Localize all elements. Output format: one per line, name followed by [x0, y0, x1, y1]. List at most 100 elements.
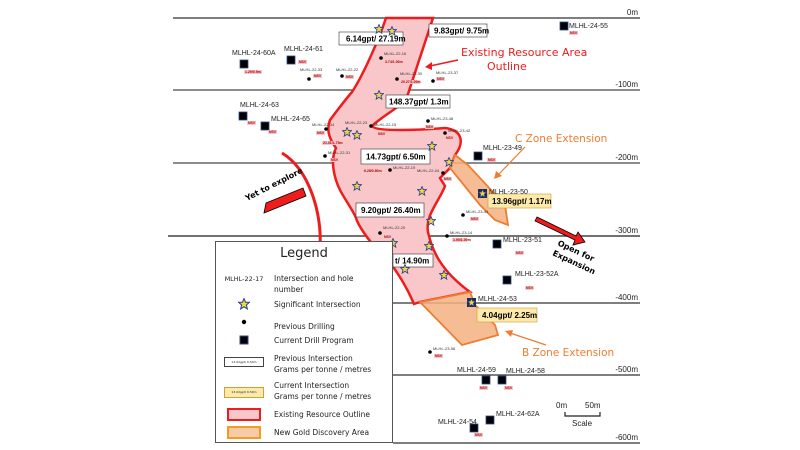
svg-text:NSV: NSV	[488, 158, 496, 162]
svg-text:NSV: NSV	[384, 235, 392, 239]
previous-intersection-swatch: 13.02gpt/ 6.50m	[224, 357, 264, 367]
svg-text:MLHL-23-42: MLHL-23-42	[448, 128, 471, 133]
svg-text:MLHL-22-30: MLHL-22-30	[400, 71, 423, 76]
svg-text:21.01/1.75m: 21.01/1.75m	[323, 141, 343, 145]
scale-right-label: 50m	[585, 401, 601, 410]
svg-text:MLHL-23-14: MLHL-23-14	[450, 230, 473, 235]
b-zone-discovery-area	[418, 290, 500, 347]
svg-text:NSV: NSV	[471, 217, 479, 221]
intersection-box-previous: 148.37gpt/ 1.3m	[385, 94, 451, 109]
svg-text:NSV: NSV	[480, 386, 488, 390]
depth-label: -500m	[615, 365, 638, 374]
svg-text:MLHL-22-22: MLHL-22-22	[336, 67, 359, 72]
svg-text:1.90/1.00m: 1.90/1.00m	[453, 238, 471, 242]
svg-text:6.14gpt/ 27.19m: 6.14gpt/ 27.19m	[346, 35, 406, 44]
svg-text:NSV: NSV	[248, 121, 256, 125]
depth-label: -300m	[615, 226, 638, 235]
depth-label: -100m	[615, 80, 638, 89]
significant-intersections	[342, 24, 487, 307]
intersection-box-current: 13.96gpt/ 1.17m	[487, 193, 552, 209]
svg-text:NSV: NSV	[505, 386, 513, 390]
svg-text:MLHL-23-50: MLHL-23-50	[489, 189, 528, 196]
current-hole: MLHL-24-62A	[485, 411, 540, 425]
svg-text:MLHL-23-56: MLHL-23-56	[433, 346, 456, 351]
legend-title: Legend	[280, 246, 328, 261]
legend: Legend MLHL-22-17 Intersection and hole …	[215, 241, 393, 443]
svg-text:4.04gpt/ 2.25m: 4.04gpt/ 2.25m	[482, 311, 537, 320]
svg-text:MLHL-24-53: MLHL-24-53	[478, 296, 517, 303]
svg-text:MLHL-24-63: MLHL-24-63	[240, 102, 279, 109]
svg-text:MLHL-22-31: MLHL-22-31	[328, 150, 351, 155]
svg-text:MLHL-23-51: MLHL-23-51	[503, 237, 542, 244]
depth-labels: 0m -100m -200m -300m -400m -500m -600m	[615, 8, 638, 442]
previous-hole: MLHL-22-23 21.01/1.75m	[322, 120, 368, 145]
depth-label: 0m	[627, 8, 638, 17]
dot-icon	[224, 318, 264, 328]
svg-text:MLHL-22-23: MLHL-22-23	[345, 120, 368, 125]
svg-text:NSV: NSV	[570, 31, 578, 35]
legend-hole-sample: MLHL-22-17	[224, 275, 264, 283]
depth-label: -400m	[615, 293, 638, 302]
svg-text:MLHL-24-62A: MLHL-24-62A	[496, 411, 540, 418]
c-zone-callout: C Zone Extension	[515, 133, 607, 145]
svg-text:20.27/1.00m: 20.27/1.00m	[401, 80, 421, 84]
svg-text:NSV: NSV	[444, 177, 452, 181]
b-zone-pointer-head	[505, 330, 513, 337]
intersection-box-previous: 6.14gpt/ 27.19m	[338, 31, 406, 46]
svg-text:MLHL-23-44: MLHL-23-44	[466, 209, 489, 214]
previous-hole: MLHL-22-196.28/0.80m	[363, 165, 416, 173]
svg-text:NSV: NSV	[475, 433, 483, 437]
svg-text:14.73gpt/ 6.50m: 14.73gpt/ 6.50m	[366, 153, 426, 162]
b-zone-pointer	[509, 332, 547, 346]
svg-text:MLHL-22-19: MLHL-22-19	[393, 165, 416, 170]
svg-text:NSV: NSV	[446, 136, 454, 140]
svg-text:MLHL-24-61: MLHL-24-61	[284, 46, 323, 53]
intersection-box-previous: 14.73gpt/ 6.50m	[360, 148, 431, 165]
svg-text:MLHL-24-59: MLHL-24-59	[457, 367, 496, 374]
b-zone-callout: B Zone Extension	[522, 347, 614, 359]
star-icon	[224, 297, 264, 312]
svg-text:NSV: NSV	[314, 74, 322, 78]
svg-text:NSV: NSV	[269, 130, 277, 134]
svg-text:NSV: NSV	[317, 131, 325, 135]
resource-swatch	[227, 408, 261, 421]
scale-left-label: 0m	[556, 401, 567, 410]
svg-text:NSV: NSV	[378, 132, 386, 136]
svg-text:t/ 14.90m: t/ 14.90m	[395, 257, 429, 266]
depth-label: -600m	[615, 433, 638, 442]
svg-text:MLHL-22-33: MLHL-22-33	[300, 67, 323, 72]
yet-to-explore-arc	[281, 151, 322, 247]
svg-text:MLHL-23-37: MLHL-23-37	[436, 70, 459, 75]
current-hole: MLHL-23-50	[489, 189, 528, 196]
svg-text:MLHL-22-15: MLHL-22-15	[374, 122, 397, 127]
svg-text:3.74/1.00m: 3.74/1.00m	[385, 60, 403, 64]
scale-bar: 0m 50m Scale	[556, 401, 601, 428]
svg-text:MLHL-22-16: MLHL-22-16	[384, 51, 407, 56]
current-hole: MLHL-24-53	[478, 296, 517, 303]
yet-to-explore-arrow	[263, 187, 307, 214]
existing-resource-callout-1: Existing Resource Area	[461, 46, 587, 59]
previous-hole: MLHL-22-30 20.27/1.00m	[395, 71, 423, 84]
svg-text:MLHL-22-20: MLHL-22-20	[383, 225, 406, 230]
svg-text:NSV: NSV	[437, 77, 445, 81]
svg-text:MLHL-24-60A: MLHL-24-60A	[232, 50, 276, 57]
svg-text:MLHL-23-52A: MLHL-23-52A	[515, 271, 559, 278]
previous-hole: MLHL-22-16 3.74/1.00m	[379, 51, 407, 64]
svg-text:NSV: NSV	[346, 75, 354, 79]
